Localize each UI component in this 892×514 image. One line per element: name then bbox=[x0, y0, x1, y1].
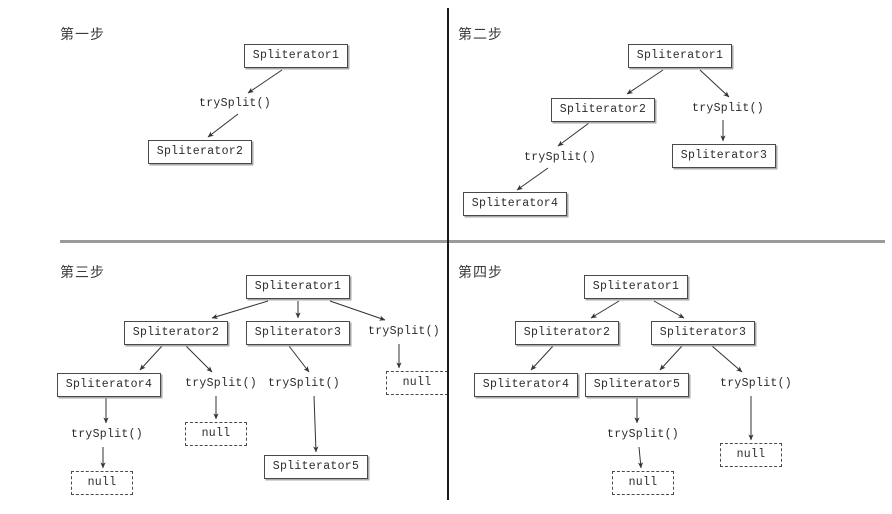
edge-label-p3-l1: trySplit() bbox=[368, 325, 441, 338]
arrow-p3-l3-to-p3-s5 bbox=[313, 395, 319, 453]
panel-divider-horizontal bbox=[60, 240, 885, 243]
node-p1-s1[interactable]: Spliterator1 bbox=[244, 44, 348, 68]
node-p3-s5[interactable]: Spliterator5 bbox=[264, 455, 368, 479]
arrow-p3-s3-to-p3-l3 bbox=[288, 345, 310, 373]
node-p2-s2[interactable]: Spliterator2 bbox=[551, 98, 655, 122]
node-p4-s2[interactable]: Spliterator2 bbox=[515, 321, 619, 345]
node-p3-n1[interactable]: null bbox=[386, 371, 448, 395]
arrow-p4-l2-to-p4-n2 bbox=[637, 446, 644, 469]
node-p3-n3[interactable]: null bbox=[71, 471, 133, 495]
node-p2-s4[interactable]: Spliterator4 bbox=[463, 192, 567, 216]
arrow-p3-s2-to-p3-s4 bbox=[139, 345, 163, 371]
edge-label-p2-l2: trySplit() bbox=[524, 151, 597, 164]
panel-title-step-3: 第三步 bbox=[60, 265, 105, 281]
panel-divider-vertical bbox=[447, 8, 449, 500]
edge-label-p3-l3: trySplit() bbox=[268, 377, 341, 390]
arrow-p2-s1-to-p2-l1 bbox=[699, 69, 730, 98]
node-p2-s3[interactable]: Spliterator3 bbox=[672, 144, 776, 168]
node-p4-s4[interactable]: Spliterator4 bbox=[474, 373, 578, 397]
panel-title-step-4: 第四步 bbox=[458, 265, 503, 281]
arrow-p4-s3-to-p4-s5 bbox=[659, 345, 683, 371]
node-p2-s1[interactable]: Spliterator1 bbox=[628, 44, 732, 68]
arrow-p1-l1-to-p1-s2 bbox=[207, 113, 239, 138]
edge-label-p4-l2: trySplit() bbox=[607, 428, 680, 441]
edge-label-p1-l1: trySplit() bbox=[199, 97, 272, 110]
panel-title-step-2: 第二步 bbox=[458, 27, 503, 43]
node-p4-n2[interactable]: null bbox=[612, 471, 674, 495]
node-p3-s3[interactable]: Spliterator3 bbox=[246, 321, 350, 345]
arrow-p2-s1-to-p2-s2 bbox=[626, 69, 664, 95]
arrow-p3-s2-to-p3-l2 bbox=[185, 345, 213, 373]
arrow-p2-l2-to-p2-s4 bbox=[516, 167, 549, 191]
arrow-p1-s1-to-p1-l1 bbox=[247, 69, 283, 94]
node-p4-s1[interactable]: Spliterator1 bbox=[584, 275, 688, 299]
arrow-p3-s1-to-p3-s2 bbox=[211, 300, 269, 319]
arrow-p4-s2-to-p4-s4 bbox=[530, 345, 554, 371]
node-p4-s3[interactable]: Spliterator3 bbox=[651, 321, 755, 345]
edge-label-p4-l1: trySplit() bbox=[720, 377, 793, 390]
node-p3-n2[interactable]: null bbox=[185, 422, 247, 446]
arrow-p4-s1-to-p4-s3 bbox=[653, 300, 685, 319]
node-p3-s1[interactable]: Spliterator1 bbox=[246, 275, 350, 299]
node-p3-s4[interactable]: Spliterator4 bbox=[57, 373, 161, 397]
node-p4-s5[interactable]: Spliterator5 bbox=[585, 373, 689, 397]
arrow-p4-s1-to-p4-s2 bbox=[590, 300, 620, 319]
arrow-p3-s1-to-p3-l1 bbox=[329, 300, 386, 321]
node-p3-s2[interactable]: Spliterator2 bbox=[124, 321, 228, 345]
arrow-p2-s2-to-p2-l2 bbox=[557, 122, 590, 147]
edge-label-p3-l2: trySplit() bbox=[185, 377, 258, 390]
node-p1-s2[interactable]: Spliterator2 bbox=[148, 140, 252, 164]
arrow-p4-s3-to-p4-l1 bbox=[711, 345, 743, 373]
panel-title-step-1: 第一步 bbox=[60, 27, 105, 43]
edge-label-p3-l4: trySplit() bbox=[71, 428, 144, 441]
node-p4-n1[interactable]: null bbox=[720, 443, 782, 467]
edge-label-p2-l1: trySplit() bbox=[692, 102, 765, 115]
